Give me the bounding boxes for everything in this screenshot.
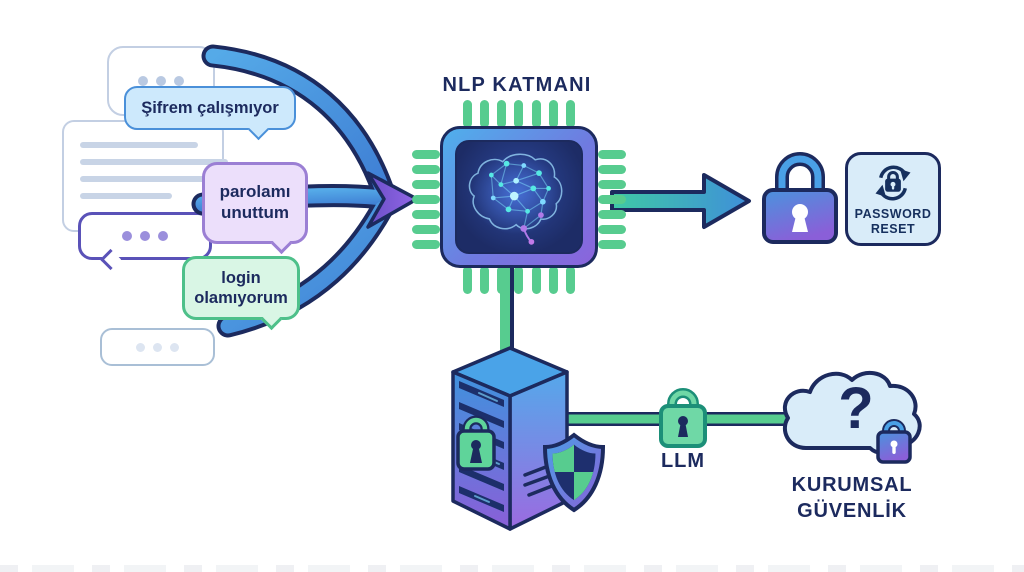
password-reset-badge: PASSWORD RESET [845,152,941,246]
cloud-lock-icon [876,419,912,464]
password-reset-icon [875,164,911,201]
server-lock-icon [456,415,496,471]
security-label-line1: KURUMSAL [791,474,913,496]
password-reset-label-line2: RESET [870,221,916,236]
brain-network-icon [468,153,563,245]
chip-screen [455,140,583,254]
chip-pins-right [598,150,626,249]
lock-icon [762,152,838,244]
typing-dots-icon [138,76,184,86]
chat-bubble-forgot-password: parolamı unuttum [202,162,308,255]
chat-bubble-label: parolamı unuttum [219,182,291,222]
chip-pins-top [463,100,575,128]
arrow-right-icon [610,173,751,229]
typing-dots-icon [136,342,179,352]
page-title: NLP KATMANI [442,74,592,96]
chat-bubble-password-broken: Şifrem çalışmıyor [124,86,296,141]
chip-pins-bottom [463,266,575,294]
security-label: KURUMSAL GÜVENLİK [762,472,942,524]
chip-pins-left [412,150,440,249]
typing-dots-icon [122,231,168,241]
security-label-line2: GÜVENLİK [797,500,907,522]
chat-bubble-typing [100,328,215,366]
question-mark: ? [838,376,873,441]
shield-icon [542,432,606,513]
chat-bubble-label: Şifrem çalışmıyor [141,98,279,117]
llm-lock-icon [659,388,707,448]
chat-bubble-cannot-login: login olamıyorum [182,256,300,331]
chat-bubble-typing [78,212,212,271]
chat-bubble-label: login olamıyorum [194,268,288,307]
cpu-chip-icon [440,126,598,268]
cutoff-caption-strip [0,565,1024,572]
llm-label: LLM [660,450,706,472]
password-reset-label-line1: PASSWORD [854,206,932,221]
cloud-icon: ? [782,370,922,464]
